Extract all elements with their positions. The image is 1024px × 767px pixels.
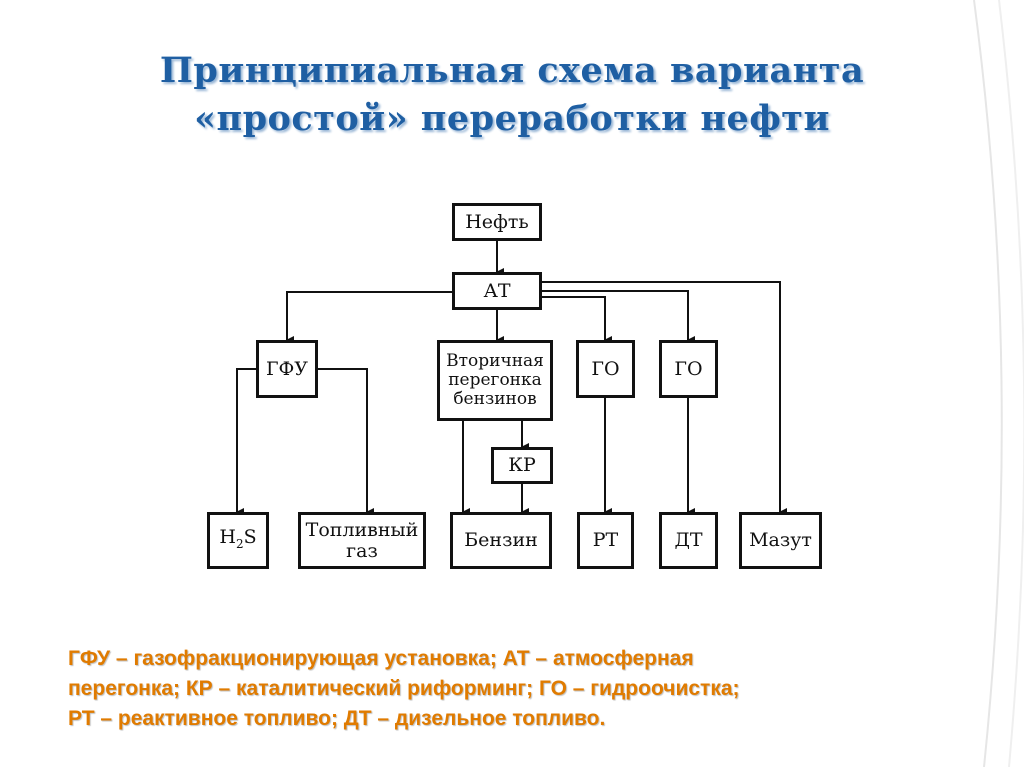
legend-line-1: ГФУ – газофракционирующая установка; АТ … (68, 647, 694, 670)
node-go-2: ГО (659, 340, 718, 398)
node-fuel-gas-line1: Топливный (305, 518, 419, 541)
node-gasoline-label: Бензин (464, 529, 538, 551)
legend-line-2: перегонка; КР – каталитический риформинг… (68, 677, 740, 700)
node-fuel-oil-label: Мазут (749, 529, 812, 551)
page-title-line-1: Принципиальная схема варианта (159, 50, 865, 91)
node-go-2-label: ГО (674, 357, 703, 380)
node-gfu-label: ГФУ (265, 357, 309, 380)
node-secondary-line3: бензинов (453, 389, 537, 409)
node-oil: Нефть (452, 203, 542, 241)
legend-line-3: РТ – реактивное топливо; ДТ – дизельное … (68, 707, 606, 730)
connector-at-go1 (541, 296, 612, 344)
node-secondary-line1: Вторичная (446, 351, 544, 371)
legend: ГФУ – газофракционирующая установка; АТ … (68, 644, 968, 734)
node-fuel-gas: Топливный газ (298, 512, 426, 569)
node-h2s: H2S (207, 512, 269, 569)
connector-gfu-h2s (236, 368, 258, 516)
node-kr-label: КР (508, 454, 536, 476)
decorative-corner-curve (973, 0, 1024, 767)
node-gfu: ГФУ (256, 340, 318, 398)
connector-at-fuel-oil (541, 281, 787, 516)
node-fuel-gas-line2: газ (346, 539, 378, 562)
node-gasoline: Бензин (450, 512, 552, 569)
node-at-label: АТ (483, 279, 511, 302)
node-dt: ДТ (659, 512, 718, 569)
page-title-line-2: «простой» переработки нефти (194, 98, 830, 139)
connector-gfu-fuel-gas (316, 368, 374, 516)
node-rt: РТ (577, 512, 634, 569)
node-oil-label: Нефть (465, 210, 529, 233)
node-dt-label: ДТ (674, 529, 703, 551)
node-h2s-label: H2S (219, 525, 257, 551)
node-secondary-distillation: Вторичная перегонка бензинов (437, 340, 553, 421)
connector-at-gfu (286, 291, 452, 344)
node-rt-label: РТ (592, 529, 619, 551)
node-kr: КР (491, 447, 553, 484)
connector-at-go2 (541, 290, 695, 344)
node-go-1: ГО (576, 340, 635, 398)
node-fuel-oil: Мазут (739, 512, 822, 569)
node-secondary-line2: перегонка (448, 370, 542, 390)
node-at: АТ (452, 272, 542, 310)
node-go-1-label: ГО (591, 357, 620, 380)
